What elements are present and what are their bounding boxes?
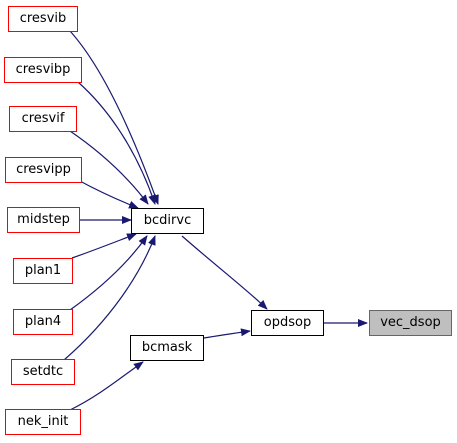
node-bcdirvc[interactable]: bcdirvc [131, 208, 204, 234]
node-vec_dsop[interactable]: vec_dsop [369, 310, 452, 336]
node-bcmask[interactable]: bcmask [130, 335, 204, 361]
edge-cresvibp-bcdirvc [77, 81, 156, 205]
node-opdsop[interactable]: opdsop [251, 310, 324, 336]
edge-cresvif-bcdirvc [69, 130, 149, 205]
node-midstep[interactable]: midstep [7, 207, 80, 233]
node-cresvibp[interactable]: cresvibp [4, 57, 82, 83]
edge-bcdirvc-opdsop [181, 235, 268, 310]
edge-bcmask-opdsop [203, 328, 251, 339]
edge-setdtc-bcdirvc [63, 235, 156, 361]
node-cresvib[interactable]: cresvib [8, 6, 78, 32]
edge-plan4-bcdirvc [69, 235, 148, 311]
node-setdtc[interactable]: setdtc [11, 359, 75, 385]
node-plan1[interactable]: plan1 [13, 258, 73, 284]
edge-cresvib-bcdirvc [69, 30, 159, 205]
edge-nek_init-bcmask [69, 361, 144, 411]
node-cresvipp[interactable]: cresvipp [5, 157, 82, 183]
node-plan4[interactable]: plan4 [13, 309, 73, 335]
edge-cresvipp-bcdirvc [77, 179, 139, 209]
node-nek_init[interactable]: nek_init [5, 409, 81, 435]
edge-plan1-bcdirvc [71, 233, 137, 259]
node-cresvif[interactable]: cresvif [9, 106, 77, 132]
